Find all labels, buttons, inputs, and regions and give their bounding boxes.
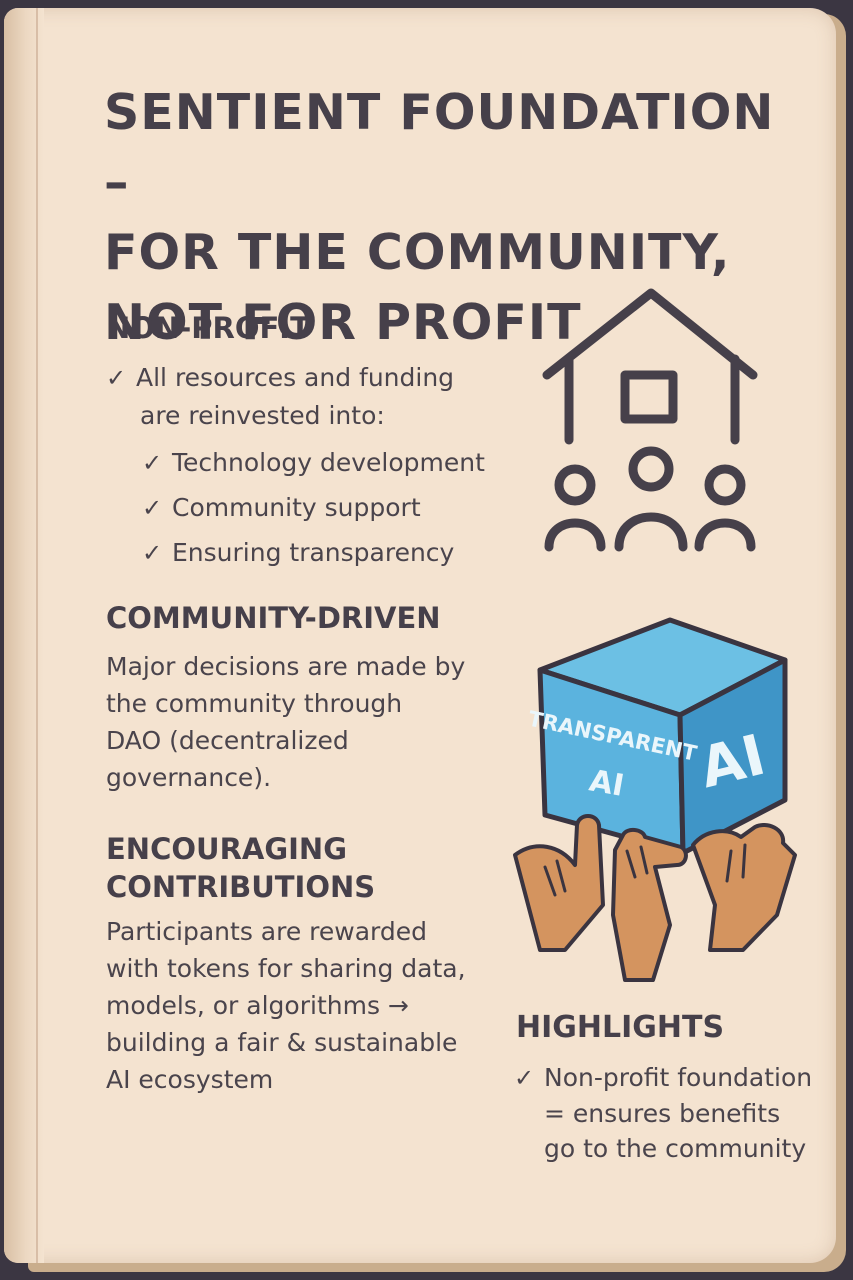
contributions-heading-line-2: CONTRIBUTIONS bbox=[106, 870, 376, 904]
community-line: DAO (decentralized bbox=[106, 726, 349, 755]
community-line: the community through bbox=[106, 689, 403, 718]
cube-side-label: AI bbox=[694, 723, 772, 802]
house-icon bbox=[542, 288, 758, 445]
page-title: SENTIENT FOUNDATION – FOR THE COMMUNITY,… bbox=[104, 78, 804, 358]
check-icon: ✓ bbox=[142, 494, 163, 522]
highlights-heading: HIGHLIGHTS bbox=[516, 1010, 725, 1045]
contributions-line: AI ecosystem bbox=[106, 1065, 274, 1094]
nonprofit-item: ✓Ensuring transparency bbox=[142, 534, 454, 572]
highlights-line: go to the community bbox=[544, 1134, 807, 1163]
cube-front-label-2: AI bbox=[587, 763, 627, 803]
title-line-1: SENTIENT FOUNDATION – bbox=[104, 84, 775, 211]
highlights-line: = ensures benefits bbox=[544, 1099, 781, 1128]
highlights-text: ✓Non-profit foundation = ensures benefit… bbox=[514, 1060, 834, 1166]
contributions-heading-line-1: ENCOURAGING bbox=[106, 832, 348, 866]
community-heading: COMMUNITY-DRIVEN bbox=[106, 601, 441, 635]
page-edge bbox=[36, 8, 38, 1263]
check-icon: ✓ bbox=[142, 449, 163, 477]
transparent-ai-illustration: TRANSPARENT AI AI bbox=[513, 617, 797, 982]
contributions-line: with tokens for sharing data, bbox=[106, 954, 466, 983]
contributions-heading: ENCOURAGING CONTRIBUTIONS bbox=[106, 830, 375, 906]
nonprofit-intro-line-1: ✓All resources and funding bbox=[106, 359, 526, 397]
nonprofit-intro: ✓All resources and funding are reinveste… bbox=[106, 359, 526, 434]
check-icon: ✓ bbox=[142, 539, 163, 567]
contributions-line: Participants are rewarded bbox=[106, 917, 428, 946]
nonprofit-heading: NON-PROFIT bbox=[106, 311, 310, 345]
title-line-2: FOR THE COMMUNITY, bbox=[104, 224, 731, 281]
nonprofit-item: ✓Community support bbox=[142, 489, 421, 527]
contributions-line: models, or algorithms → bbox=[106, 991, 409, 1020]
hands-icon bbox=[513, 814, 797, 982]
community-line: Major decisions are made by bbox=[106, 652, 466, 681]
check-icon: ✓ bbox=[106, 364, 127, 392]
house-community-illustration bbox=[542, 288, 758, 552]
page-spine bbox=[4, 8, 44, 1263]
title-line-3: NOT FOR PROFIT bbox=[104, 294, 582, 351]
nonprofit-item: ✓Technology development bbox=[142, 444, 485, 482]
contributions-line: building a fair & sustainable bbox=[106, 1028, 458, 1057]
check-icon: ✓ bbox=[514, 1064, 535, 1092]
contributions-text: Participants are rewarded with tokens fo… bbox=[106, 913, 526, 1098]
highlights-line: ✓Non-profit foundation bbox=[514, 1060, 834, 1096]
community-people-icon bbox=[544, 446, 756, 552]
nonprofit-intro-line-2: are reinvested into: bbox=[140, 401, 385, 430]
community-line: governance). bbox=[106, 763, 272, 792]
community-text: Major decisions are made by the communit… bbox=[106, 648, 526, 796]
